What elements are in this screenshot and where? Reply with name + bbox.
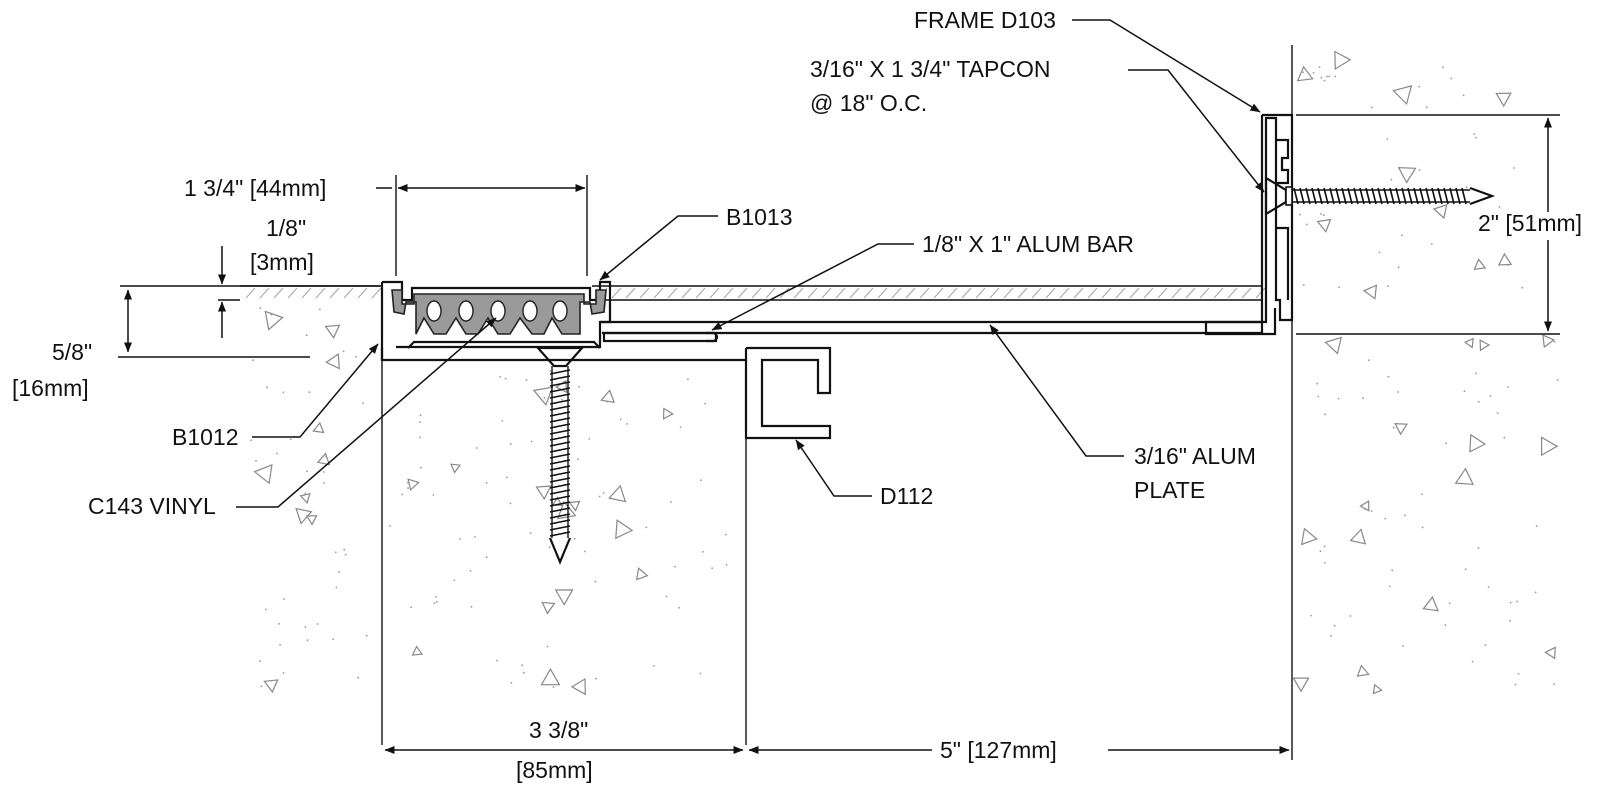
dimension-depth-line1: 5/8" bbox=[52, 339, 92, 365]
dimension-bottom-right: 5" [127mm] bbox=[748, 737, 1290, 763]
label-alum-bar: 1/8" X 1" ALUM BAR bbox=[922, 231, 1134, 257]
label-tapcon-line2: @ 18" O.C. bbox=[810, 90, 927, 116]
label-frame-d103: FRAME D103 bbox=[914, 7, 1056, 33]
label-d112: D112 bbox=[880, 483, 933, 509]
left-concrete-aggregate bbox=[250, 307, 728, 696]
dimension-depth-small: 1/8" [3mm] bbox=[120, 215, 380, 338]
callout-alum-bar: 1/8" X 1" ALUM BAR bbox=[711, 231, 1134, 331]
right-concrete-slab bbox=[1291, 45, 1559, 760]
dimension-width-top: 1 3/4" [44mm] bbox=[184, 175, 588, 276]
dimension-depth-small-line2: [3mm] bbox=[250, 249, 314, 275]
dimension-depth: 5/8" [16mm] bbox=[12, 289, 310, 401]
callout-vinyl: C143 VINYL bbox=[88, 317, 497, 519]
callout-alum-plate: 3/16" ALUM PLATE bbox=[989, 324, 1256, 503]
dimension-depth-small-line1: 1/8" bbox=[266, 215, 306, 241]
right-tapcon-screw bbox=[1264, 176, 1496, 216]
label-alum-plate-line1: 3/16" ALUM bbox=[1134, 443, 1256, 469]
label-b1012: B1012 bbox=[172, 424, 239, 450]
alum-bar bbox=[602, 331, 719, 343]
dimension-height-right: 2" [51mm] bbox=[1296, 114, 1582, 335]
dimension-bottom-right-text: 5" [127mm] bbox=[940, 737, 1057, 763]
callout-frame-d103: FRAME D103 bbox=[914, 7, 1261, 113]
frame-d103-profile bbox=[1204, 113, 1294, 336]
frame-b1012-profile bbox=[380, 280, 748, 362]
dimension-bottom-left: 3 3/8" [85mm] bbox=[384, 717, 744, 783]
callout-b1012: B1012 bbox=[172, 343, 379, 450]
dimension-width-top-text: 1 3/4" [44mm] bbox=[184, 175, 326, 201]
vinyl-seal-c143 bbox=[391, 289, 607, 335]
right-concrete-aggregate bbox=[1292, 50, 1559, 695]
label-alum-plate-line2: PLATE bbox=[1134, 477, 1205, 503]
dimension-bottom-left-line1: 3 3/8" bbox=[529, 717, 588, 743]
left-tapcon-screw bbox=[535, 346, 585, 565]
label-vinyl: C143 VINYL bbox=[88, 493, 216, 519]
left-concrete-slab bbox=[240, 292, 747, 745]
label-b1013: B1013 bbox=[726, 204, 793, 230]
dimension-bottom-left-line2: [85mm] bbox=[516, 757, 593, 783]
callout-tapcon: 3/16" X 1 3/4" TAPCON @ 18" O.C. bbox=[810, 56, 1265, 193]
floor-finish-hatch bbox=[240, 285, 1266, 301]
label-tapcon-line1: 3/16" X 1 3/4" TAPCON bbox=[810, 56, 1050, 82]
callout-b1013: B1013 bbox=[599, 204, 793, 281]
dimension-depth-line2: [16mm] bbox=[12, 375, 89, 401]
alum-plate bbox=[600, 320, 1264, 335]
dimension-height-right-text: 2" [51mm] bbox=[1478, 210, 1582, 236]
callout-d112: D112 bbox=[795, 439, 933, 509]
frame-d112-profile bbox=[744, 346, 832, 440]
